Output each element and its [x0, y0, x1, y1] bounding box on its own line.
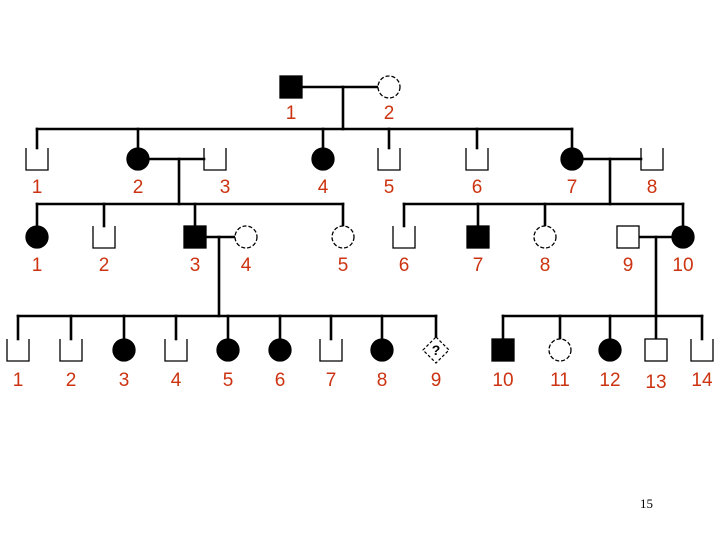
individual-label: 4	[171, 370, 182, 391]
individual-label: 9	[623, 255, 634, 276]
individual-label: 14	[691, 370, 713, 391]
affected-female-symbol	[268, 338, 292, 362]
individual-label: 1	[13, 370, 24, 391]
male-symbol	[465, 148, 489, 171]
female-symbol	[548, 338, 572, 362]
affected-female-symbol	[216, 338, 240, 362]
individual-label: 12	[599, 370, 620, 391]
individual-label: 1	[32, 255, 43, 276]
male-symbol	[6, 339, 30, 362]
individual-label: 8	[540, 255, 551, 276]
individual-label: 5	[338, 255, 349, 276]
male-symbol	[690, 339, 714, 362]
individual-label: 7	[567, 177, 578, 198]
pedigree-lines	[16, 85, 704, 341]
individual-label: 7	[326, 370, 337, 391]
individual-label: 8	[377, 370, 388, 391]
affected-female-symbol	[671, 225, 695, 249]
individual-label: 2	[99, 255, 110, 276]
affected-female-symbol	[598, 338, 622, 362]
individual-label: 10	[492, 370, 513, 391]
unknown-sex-symbol	[422, 336, 450, 364]
affected-male-symbol	[466, 225, 490, 249]
male-symbol	[640, 148, 664, 171]
individual-label: 8	[647, 177, 658, 198]
affected-female-symbol	[112, 338, 136, 362]
individual-label: 6	[472, 177, 483, 198]
male-symbol	[377, 148, 401, 171]
male-symbol	[203, 148, 227, 171]
affected-female-symbol	[560, 147, 584, 171]
male-symbol	[25, 148, 49, 171]
individual-label: 9	[431, 370, 442, 391]
page-number: 15	[640, 496, 653, 511]
unknown-mark: ?	[432, 342, 441, 358]
affected-male-symbol	[183, 225, 207, 249]
male-symbol	[92, 226, 116, 249]
affected-female-symbol	[25, 225, 49, 249]
individual-label: 2	[133, 177, 144, 198]
individual-label: 4	[318, 177, 329, 198]
pedigree-symbols: ?	[6, 75, 714, 364]
male-symbol	[59, 339, 83, 362]
individual-label: 3	[119, 370, 130, 391]
individual-label: 11	[550, 370, 570, 391]
female-symbol	[331, 225, 355, 249]
female-symbol	[533, 225, 557, 249]
individual-label: 1	[286, 103, 297, 124]
individual-label: 4	[241, 255, 252, 276]
male-symbol	[644, 338, 668, 362]
affected-male-symbol	[279, 75, 303, 99]
individual-label: 3	[190, 255, 201, 276]
individual-label: 6	[399, 255, 410, 276]
female-symbol	[377, 75, 401, 99]
male-symbol	[392, 226, 416, 249]
individual-label: 3	[220, 177, 231, 198]
affected-female-symbol	[370, 338, 394, 362]
individual-label: 13	[645, 372, 666, 393]
individual-label: 2	[384, 103, 395, 124]
affected-female-symbol	[311, 147, 335, 171]
individual-label: 2	[66, 370, 77, 391]
male-symbol	[164, 339, 188, 362]
individual-label: 5	[384, 177, 395, 198]
individual-label: 6	[275, 370, 286, 391]
male-symbol	[319, 339, 343, 362]
individual-label: 10	[672, 255, 693, 276]
affected-female-symbol	[126, 147, 150, 171]
male-symbol	[616, 225, 640, 249]
individual-label: 7	[473, 255, 484, 276]
individual-label: 1	[32, 177, 43, 198]
affected-male-symbol	[491, 338, 515, 362]
female-symbol	[234, 225, 258, 249]
individual-label: 5	[223, 370, 234, 391]
